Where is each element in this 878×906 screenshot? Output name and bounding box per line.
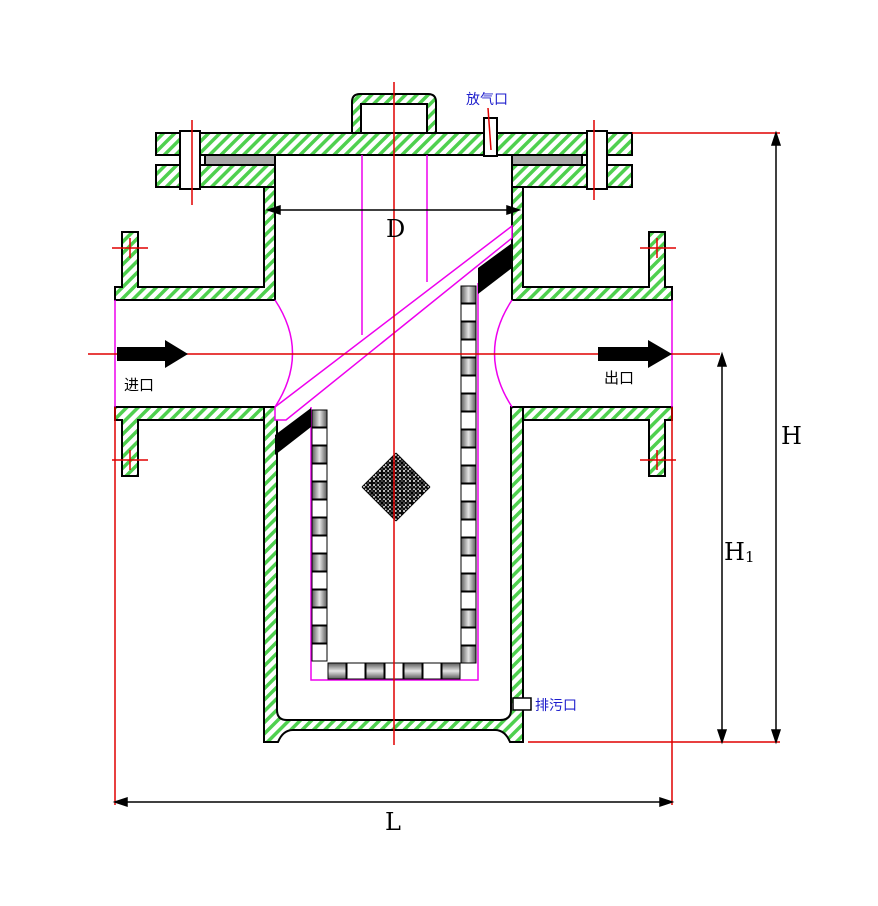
screen-segment <box>311 481 328 500</box>
body <box>114 186 673 743</box>
dimension-h: H <box>781 422 802 450</box>
screen-segment <box>460 483 477 502</box>
outlet-label: 出口 <box>604 369 634 387</box>
screen-segment <box>311 499 328 518</box>
screen-segment <box>311 427 328 446</box>
screen-segment <box>311 607 328 626</box>
screen-segment <box>460 357 477 376</box>
screen-segment <box>311 409 328 428</box>
outlet-upper-wall <box>511 186 673 301</box>
inlet-upper-wall <box>114 186 276 301</box>
screen-segment <box>460 519 477 538</box>
screen-segment <box>460 429 477 448</box>
screen-segment <box>460 555 477 574</box>
dimension-d: D <box>386 215 405 243</box>
screen-segment <box>422 662 442 680</box>
screen-segment <box>441 662 461 680</box>
screen-segment <box>365 662 385 680</box>
screen-segment <box>460 501 477 520</box>
outlet-arrow <box>598 340 672 368</box>
dimension-l: L <box>385 808 401 836</box>
screen-segment <box>311 589 328 608</box>
body-flange-right <box>511 164 633 188</box>
screen-segment <box>311 517 328 536</box>
screen-segment <box>460 609 477 628</box>
screen-segment <box>460 393 477 412</box>
screen-segment <box>460 465 477 484</box>
screen-segment <box>460 627 477 646</box>
dimension-h1-main: H <box>724 538 745 566</box>
body-flange-left <box>155 164 276 188</box>
dimension-lines <box>112 130 782 808</box>
centerlines <box>88 82 780 805</box>
screen-segment <box>311 571 328 590</box>
screen-segment <box>311 553 328 572</box>
screen-segment <box>311 643 328 662</box>
vent-label: 放气口 <box>466 92 508 108</box>
dimension-h1-sub: 1 <box>745 548 755 566</box>
dimension-h1: H1 <box>724 538 754 566</box>
drain-nozzle <box>512 697 532 711</box>
drain-label: 排污口 <box>535 698 577 714</box>
screen-segment <box>403 662 423 680</box>
screen-segment <box>311 463 328 482</box>
screen-segment <box>460 303 477 322</box>
gasket-right <box>511 154 583 166</box>
lower-wall-left <box>263 406 524 743</box>
outlet-lower-wall <box>511 406 673 477</box>
screen-segment <box>460 645 477 664</box>
screen-segment <box>311 625 328 644</box>
seal-block-lower <box>275 408 311 455</box>
screen-segment <box>460 411 477 430</box>
screen-segment <box>311 535 328 554</box>
screen-segment <box>460 537 477 556</box>
screen-segment <box>460 375 477 394</box>
screen-segment <box>460 321 477 340</box>
mesh-symbol <box>361 452 431 522</box>
inlet-arrow <box>117 340 188 368</box>
flow-arrows <box>117 340 672 368</box>
inlet-label: 进口 <box>124 376 154 394</box>
screen-segments-left <box>311 409 328 662</box>
screen-segment <box>460 447 477 466</box>
seal-block-upper <box>478 243 512 294</box>
screen-segment <box>327 662 347 680</box>
screen-segment <box>460 339 477 358</box>
screen-segment <box>311 445 328 464</box>
screen-segment <box>460 573 477 592</box>
screen-segment <box>460 591 477 610</box>
screen-segment <box>460 285 477 304</box>
screen-segments-right <box>460 285 477 664</box>
gasket-left <box>204 154 276 166</box>
inlet-lower-wall <box>114 406 276 477</box>
bolts <box>179 120 608 205</box>
screen-segment <box>346 662 366 680</box>
